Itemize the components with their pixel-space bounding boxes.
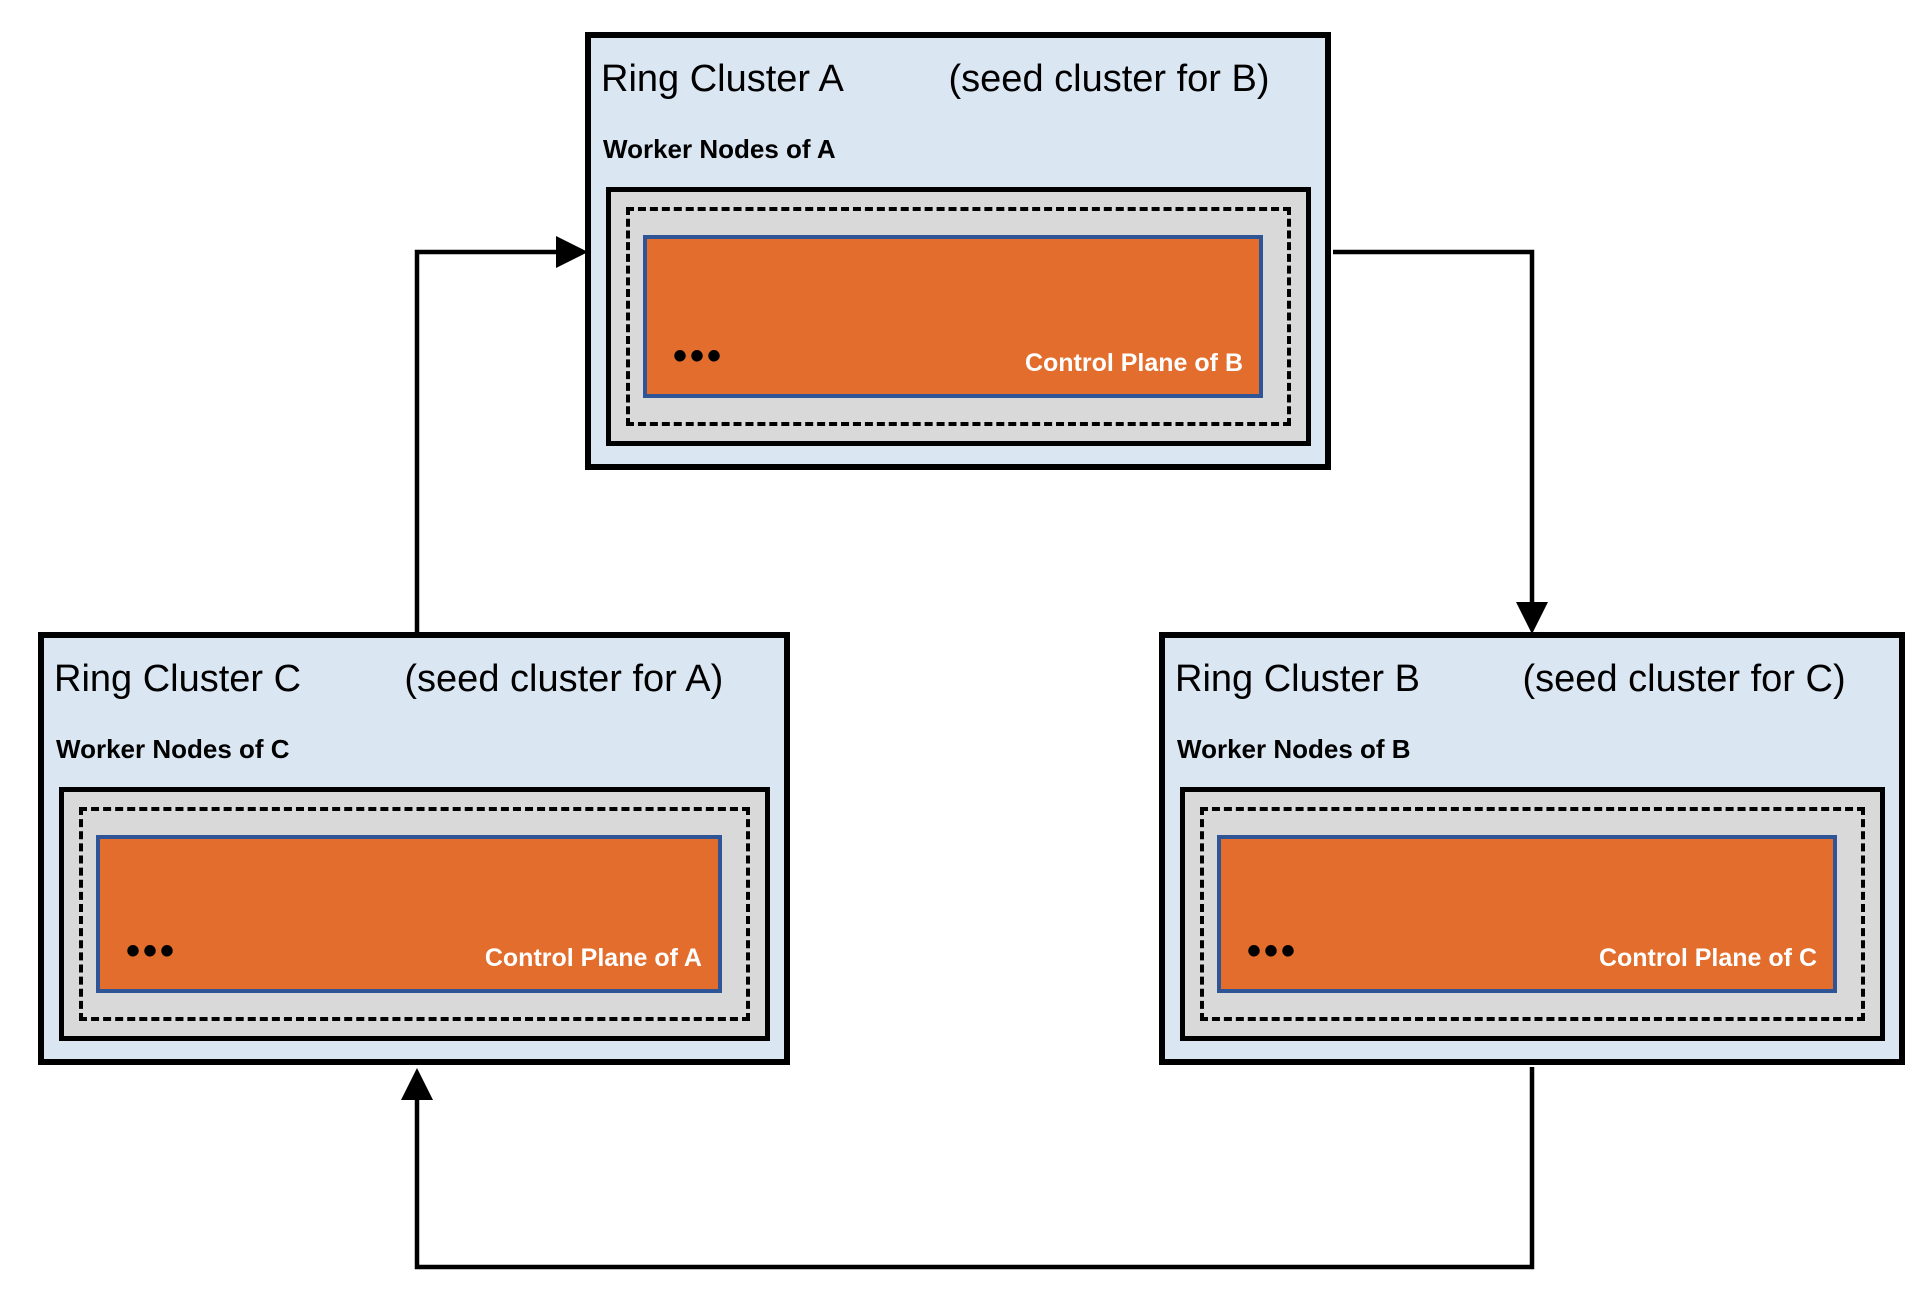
control-plane-label: Control Plane of B	[1024, 349, 1243, 377]
ellipsis-dots: •••	[1247, 929, 1299, 973]
cluster-name: Ring Cluster B	[1175, 658, 1420, 700]
control-plane-label: Control Plane of A	[484, 944, 702, 972]
cluster-title: Ring Cluster C (seed cluster for A)	[54, 654, 784, 704]
cluster-ring-b: Ring Cluster B (seed cluster for C) Work…	[1159, 632, 1905, 1065]
cluster-name: Ring Cluster C	[54, 658, 302, 700]
cluster-title: Ring Cluster A (seed cluster for B)	[601, 54, 1325, 104]
seed-note: (seed cluster for C)	[1522, 658, 1846, 700]
ellipsis-dots: •••	[673, 334, 725, 378]
worker-nodes-label: Worker Nodes of B	[1177, 734, 1411, 764]
ellipsis-dots: •••	[126, 929, 178, 973]
control-plane-box: ••• Control Plane of A	[96, 835, 722, 993]
cluster-title: Ring Cluster B (seed cluster for C)	[1175, 654, 1899, 704]
cluster-ring-a: Ring Cluster A (seed cluster for B) Work…	[585, 32, 1331, 470]
arrow-a-to-b	[1333, 249, 1548, 634]
dashed-boundary: ••• Control Plane of A	[79, 807, 750, 1021]
control-plane-box: ••• Control Plane of C	[1217, 835, 1837, 993]
dashed-boundary: ••• Control Plane of C	[1200, 807, 1865, 1021]
seed-note: (seed cluster for A)	[404, 658, 724, 700]
control-plane-label: Control Plane of C	[1598, 944, 1817, 972]
arrow-c-to-a	[414, 236, 588, 636]
worker-nodes-box: ••• Control Plane of A	[59, 787, 770, 1041]
arrow-b-to-c	[401, 1067, 1535, 1270]
seed-note: (seed cluster for B)	[948, 58, 1270, 100]
worker-nodes-box: ••• Control Plane of B	[606, 187, 1311, 446]
dashed-boundary: ••• Control Plane of B	[626, 207, 1291, 426]
worker-nodes-label: Worker Nodes of A	[603, 134, 836, 164]
worker-nodes-label: Worker Nodes of C	[56, 734, 290, 764]
control-plane-box: ••• Control Plane of B	[643, 235, 1263, 398]
worker-nodes-box: ••• Control Plane of C	[1180, 787, 1885, 1041]
cluster-name: Ring Cluster A	[601, 58, 844, 100]
cluster-ring-c: Ring Cluster C (seed cluster for A) Work…	[38, 632, 790, 1065]
